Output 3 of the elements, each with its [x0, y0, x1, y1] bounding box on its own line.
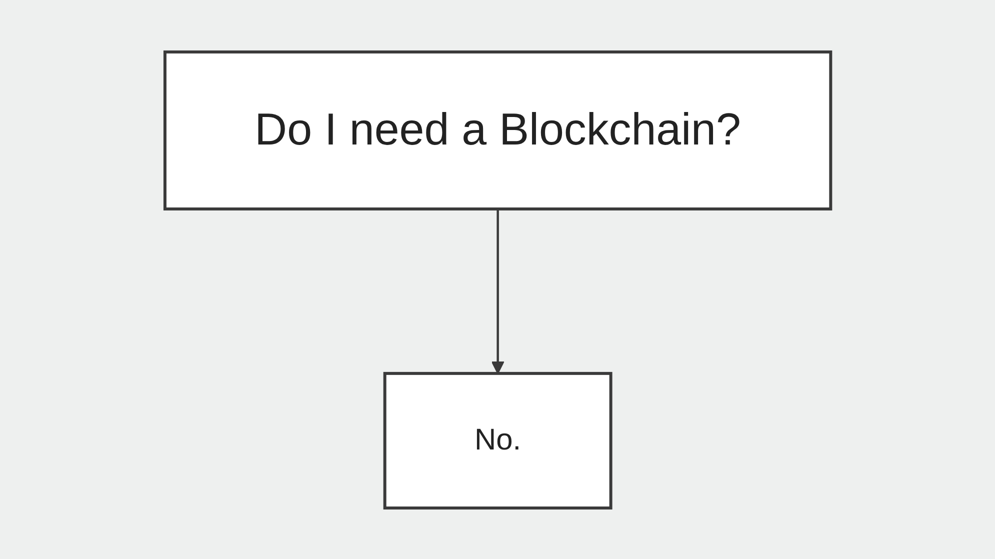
arrow: [490, 208, 504, 374]
node-box: Do I need a Blockchain?: [163, 50, 832, 210]
node-box: No.: [383, 371, 612, 510]
